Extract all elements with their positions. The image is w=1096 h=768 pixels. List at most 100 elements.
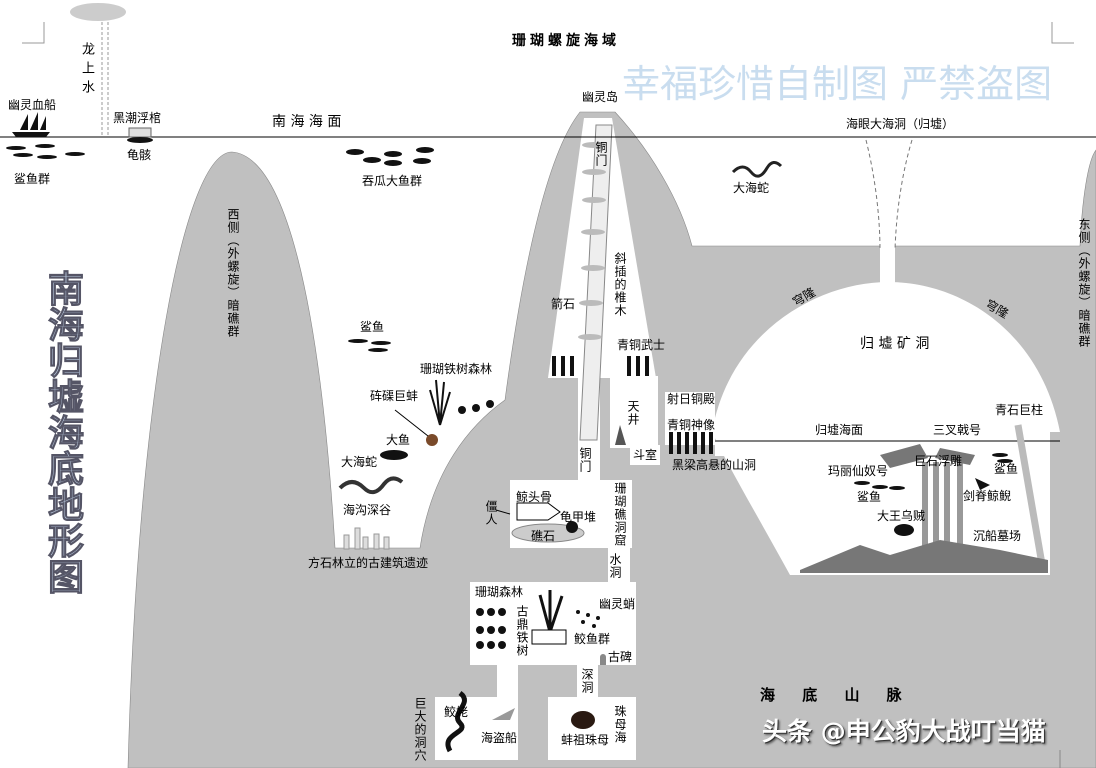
label-zombie: 僵人 (484, 500, 498, 526)
pearl-icon (571, 711, 595, 729)
label-slanted-pole: 斜插的椎木 (613, 252, 627, 317)
label-small-room: 斗室 (633, 448, 658, 462)
label-jiao-mother: 鲛姥 (444, 705, 469, 719)
label-coral-cave: 珊瑚礁洞窟 (613, 482, 627, 547)
watermark: 幸福珍惜自制图 严禁盗图 (622, 62, 1053, 106)
ancient-ding-icon (531, 629, 567, 645)
coral-tree-icon (429, 379, 451, 426)
label-ghost-ship: 幽灵血船 (8, 98, 57, 112)
credit-watermark: 头条 @申公豹大战叮当猫 (762, 717, 1046, 746)
bronze-warriors-icon (552, 356, 649, 376)
cloud-icon (70, 3, 126, 21)
label-shark-r2: 鲨鱼 (857, 490, 882, 504)
beam-passage (715, 440, 795, 456)
left-passage (497, 663, 518, 699)
label-reef-rock: 礁石 (531, 529, 556, 543)
label-big-fish: 大鱼 (386, 433, 411, 447)
iron-tree-icon (538, 590, 564, 633)
whale-skull-icon (516, 502, 561, 521)
label-beam-cave: 黑梁高悬的山洞 (672, 458, 757, 472)
label-undersea-mountains: 海 底 山 脉 (760, 686, 902, 704)
label-mine-cave: 归 墟 矿 洞 (860, 336, 930, 352)
label-huge-cave: 巨大的洞穴 (413, 697, 427, 762)
label-sea-eye: 海眼大海洞（归墟） (846, 117, 955, 131)
label-sea-surface: 南 海 海 面 (272, 114, 342, 130)
pearl-room (548, 697, 636, 760)
bronze-idols-icon (669, 432, 713, 454)
arrow-line (495, 509, 511, 515)
pirate-ship-icon (492, 708, 515, 720)
ruins-icon (343, 527, 390, 550)
label-fish-school: 吞瓜大鱼群 (362, 174, 423, 188)
sun-hall-room (665, 392, 715, 445)
sea-serpent-icon (731, 161, 783, 178)
label-pearl-sea: 珠母海 (613, 705, 627, 744)
label-shipwreck: 沉船墓场 (973, 529, 1022, 543)
corner-mark (22, 22, 45, 44)
jiao-fish-icon (576, 610, 600, 628)
shipwreck-graveyard-icon (800, 540, 1048, 573)
label-coffin: 黑潮浮棺 (113, 111, 162, 125)
side-title: 南海归墟海底地形图 (42, 270, 85, 595)
turtle-shells-icon (566, 521, 578, 533)
label-mary: 玛丽仙奴号 (828, 464, 889, 478)
label-coral-forest: 珊瑚森林 (475, 585, 524, 599)
label-guixu-surface: 归墟海面 (815, 423, 864, 437)
arrow-stones (578, 142, 606, 340)
label-bronze-gate-low: 铜门 (578, 447, 592, 473)
arrow-line (394, 409, 429, 437)
label-coral-iron-forest: 珊瑚铁树森林 (420, 362, 493, 376)
bluestone-pillar-icon (1014, 424, 1047, 571)
label-shark-r1: 鲨鱼 (994, 462, 1019, 476)
clam-icon (426, 434, 438, 446)
label-bronze-idols: 青铜神像 (667, 418, 716, 432)
label-trench: 海沟深谷 (343, 503, 392, 517)
label-shark-school: 鲨鱼群 (14, 172, 51, 186)
label-turtle: 龟骸 (127, 148, 152, 162)
jiao-mother-icon (445, 690, 467, 753)
label-serpent-top: 大海蛇 (733, 181, 770, 195)
label-bronze-warriors: 青铜武士 (617, 338, 666, 352)
label-sun-hall: 射日铜殿 (667, 392, 716, 406)
label-ding-tree: 古鼎铁树 (515, 605, 529, 657)
label-ghost-island: 幽灵岛 (582, 90, 619, 104)
label-water-cave: 水洞 (608, 553, 622, 579)
label-east-reef: 东侧（外螺旋）暗礁群 (1077, 218, 1091, 348)
label-relief: 巨石浮雕 (914, 454, 963, 468)
label-serpent-left: 大海蛇 (341, 455, 378, 469)
turtle-icon (127, 137, 153, 143)
shark-icon (348, 339, 391, 352)
mine-cave (712, 282, 1060, 575)
wreck-ship-icon (880, 444, 975, 468)
reef-rock-icon (511, 523, 585, 543)
tree-icon (615, 425, 626, 445)
waterspout-lines (101, 22, 109, 135)
label-west-reef: 西侧（外螺旋）暗礁群 (226, 208, 240, 338)
squid-icon (894, 524, 914, 536)
label-pirate-ship: 海盗船 (481, 731, 518, 745)
coral-forest-icon (476, 608, 506, 649)
deep-cave-passage (577, 663, 598, 699)
label-ruins: 方石林立的古建筑遗迹 (308, 556, 429, 570)
shark-school-icon (6, 144, 85, 159)
label-stele: 古碑 (608, 650, 633, 664)
whale-icon (975, 478, 990, 490)
label-arrow-stone: 箭石 (551, 297, 576, 311)
sea-eye-dashes (865, 139, 913, 251)
label-shark-left: 鲨鱼 (360, 320, 385, 334)
label-giant-clam: 砗磲巨蚌 (370, 389, 419, 403)
label-whale: 剑脊鲸鲵 (963, 489, 1012, 503)
sea-serpent-icon (338, 476, 404, 495)
fish-school-icon (346, 147, 434, 166)
water-cave-passage (608, 546, 630, 584)
label-deep-cave: 深洞 (580, 668, 594, 694)
label-bronze-gate-top: 铜门 (594, 141, 608, 167)
stele-icon (600, 654, 606, 665)
sea-eye-channel (880, 244, 895, 290)
ship-icon (12, 112, 50, 137)
label-ghost-octopus: 幽灵蛸 (599, 597, 636, 611)
coffin-icon (128, 127, 152, 138)
label-whale-skull: 鲸头骨 (516, 490, 553, 504)
coral-forest-icon (458, 400, 494, 414)
